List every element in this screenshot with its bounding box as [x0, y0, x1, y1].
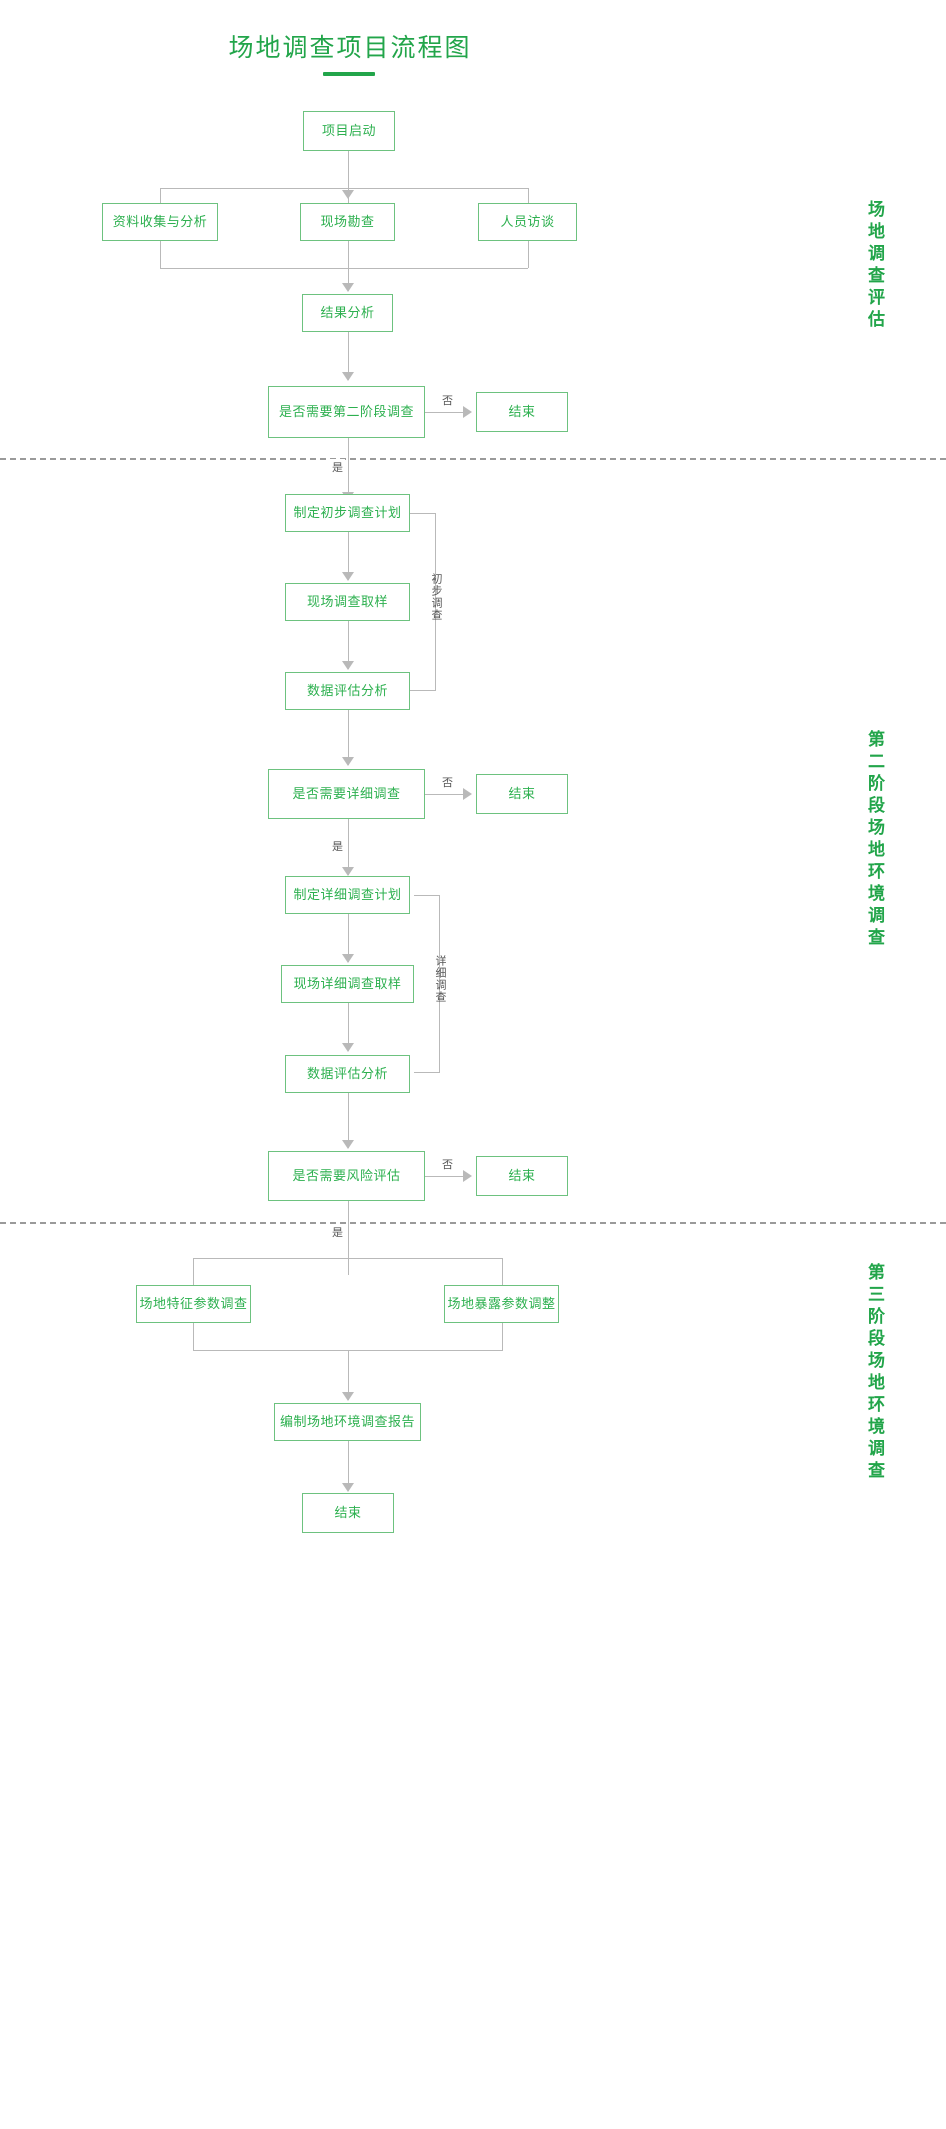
- edge-label-no-1: 否: [440, 392, 455, 408]
- connector-plan-to-sampling-detail: [348, 914, 349, 962]
- node-result-analysis[interactable]: 结果分析: [302, 294, 393, 332]
- edge-label-yes-2: 是: [330, 838, 345, 854]
- arrowhead-start-to-survey: [342, 190, 354, 199]
- title-underline: [323, 72, 375, 76]
- section-divider-1: [0, 458, 946, 460]
- arrowhead-to-decision3: [342, 1140, 354, 1149]
- node-site-survey[interactable]: 现场勘查: [300, 203, 395, 241]
- connector-decision3-no: [425, 1176, 465, 1177]
- section-label-stage1: 场地调查评估: [865, 200, 884, 332]
- arrowhead-to-report: [342, 1392, 354, 1401]
- arrowhead-to-result-analysis: [342, 283, 354, 292]
- connector-eval-to-decision3: [348, 1093, 349, 1148]
- arrowhead-to-eval-prelim: [342, 661, 354, 670]
- node-data-eval-preliminary[interactable]: 数据评估分析: [285, 672, 410, 710]
- node-end-2[interactable]: 结束: [476, 774, 568, 814]
- connector-stage3-right-drop: [502, 1258, 503, 1286]
- page-title: 场地调查项目流程图: [228, 34, 472, 62]
- connector-split-bus: [160, 188, 528, 189]
- bracket-detailed: [414, 895, 440, 1073]
- node-plan-preliminary[interactable]: 制定初步调查计划: [285, 494, 410, 532]
- arrowhead-decision2-yes: [342, 867, 354, 876]
- connector-right-merge: [528, 241, 529, 268]
- node-site-feature[interactable]: 场地特征参数调查: [136, 1285, 251, 1323]
- group-label-preliminary: 初步调查: [430, 573, 442, 621]
- section-label-stage2: 第二阶段场地环境调查: [865, 730, 884, 950]
- group-label-detailed: 详细调查: [434, 955, 446, 1003]
- connector-center-to-result: [348, 241, 349, 291]
- connector-decision1-yes: [348, 438, 349, 500]
- connector-bus-center-drop: [348, 188, 349, 212]
- node-sampling-detailed[interactable]: 现场详细调查取样: [281, 965, 414, 1003]
- connector-stage3-left-merge: [193, 1323, 194, 1350]
- section-divider-2: [0, 1222, 946, 1224]
- node-plan-detailed[interactable]: 制定详细调查计划: [285, 876, 410, 914]
- connector-decision2-no: [425, 794, 465, 795]
- node-site-exposure[interactable]: 场地暴露参数调整: [444, 1285, 559, 1323]
- connector-report-to-end: [348, 1441, 349, 1491]
- edge-label-yes-1: 是: [330, 459, 345, 475]
- connector-sampling-to-eval-detail: [348, 1003, 349, 1051]
- node-decision-risk[interactable]: 是否需要风险评估: [268, 1151, 425, 1201]
- arrowhead-to-decision1: [342, 372, 354, 381]
- edge-label-yes-3: 是: [330, 1224, 345, 1240]
- node-end-3[interactable]: 结束: [476, 1156, 568, 1196]
- node-data-eval-detailed[interactable]: 数据评估分析: [285, 1055, 410, 1093]
- section-label-stage3: 第三阶段场地环境调查: [865, 1263, 884, 1483]
- node-sampling-preliminary[interactable]: 现场调查取样: [285, 583, 410, 621]
- arrowhead-to-end-4: [342, 1483, 354, 1492]
- connector-stage3-left-drop: [193, 1258, 194, 1286]
- arrowhead-decision1-no: [463, 406, 472, 418]
- edge-label-no-3: 否: [440, 1156, 455, 1172]
- node-decision-detailed[interactable]: 是否需要详细调查: [268, 769, 425, 819]
- connector-result-to-decision1: [348, 332, 349, 380]
- connector-plan-to-sampling-prelim: [348, 532, 349, 580]
- arrowhead-decision2-no: [463, 788, 472, 800]
- node-decision-phase2[interactable]: 是否需要第二阶段调查: [268, 386, 425, 438]
- connector-stage3-right-merge: [502, 1323, 503, 1350]
- connector-start-to-bus: [348, 151, 349, 188]
- node-start[interactable]: 项目启动: [303, 111, 395, 151]
- arrowhead-to-eval-detail: [342, 1043, 354, 1052]
- connector-decision1-no: [425, 412, 465, 413]
- arrowhead-to-sampling-detail: [342, 954, 354, 963]
- connector-left-merge: [160, 241, 161, 268]
- connector-to-report: [348, 1350, 349, 1400]
- node-interview[interactable]: 人员访谈: [478, 203, 577, 241]
- connector-eval-to-decision2: [348, 710, 349, 765]
- node-report[interactable]: 编制场地环境调查报告: [274, 1403, 421, 1441]
- arrowhead-to-decision2: [342, 757, 354, 766]
- connector-stage3-split-bus: [193, 1258, 503, 1259]
- bracket-preliminary: [410, 513, 436, 691]
- connector-bus-right-drop: [528, 188, 529, 203]
- connector-bus-left-drop: [160, 188, 161, 203]
- node-end-4[interactable]: 结束: [302, 1493, 394, 1533]
- connector-sampling-to-eval-prelim: [348, 621, 349, 669]
- node-data-collection[interactable]: 资料收集与分析: [102, 203, 218, 241]
- edge-label-no-2: 否: [440, 774, 455, 790]
- connector-decision2-yes: [348, 819, 349, 875]
- connector-merge-bus: [160, 268, 528, 269]
- node-end-1[interactable]: 结束: [476, 392, 568, 432]
- connector-decision3-yes: [348, 1201, 349, 1275]
- arrowhead-decision3-no: [463, 1170, 472, 1182]
- arrowhead-to-sampling-prelim: [342, 572, 354, 581]
